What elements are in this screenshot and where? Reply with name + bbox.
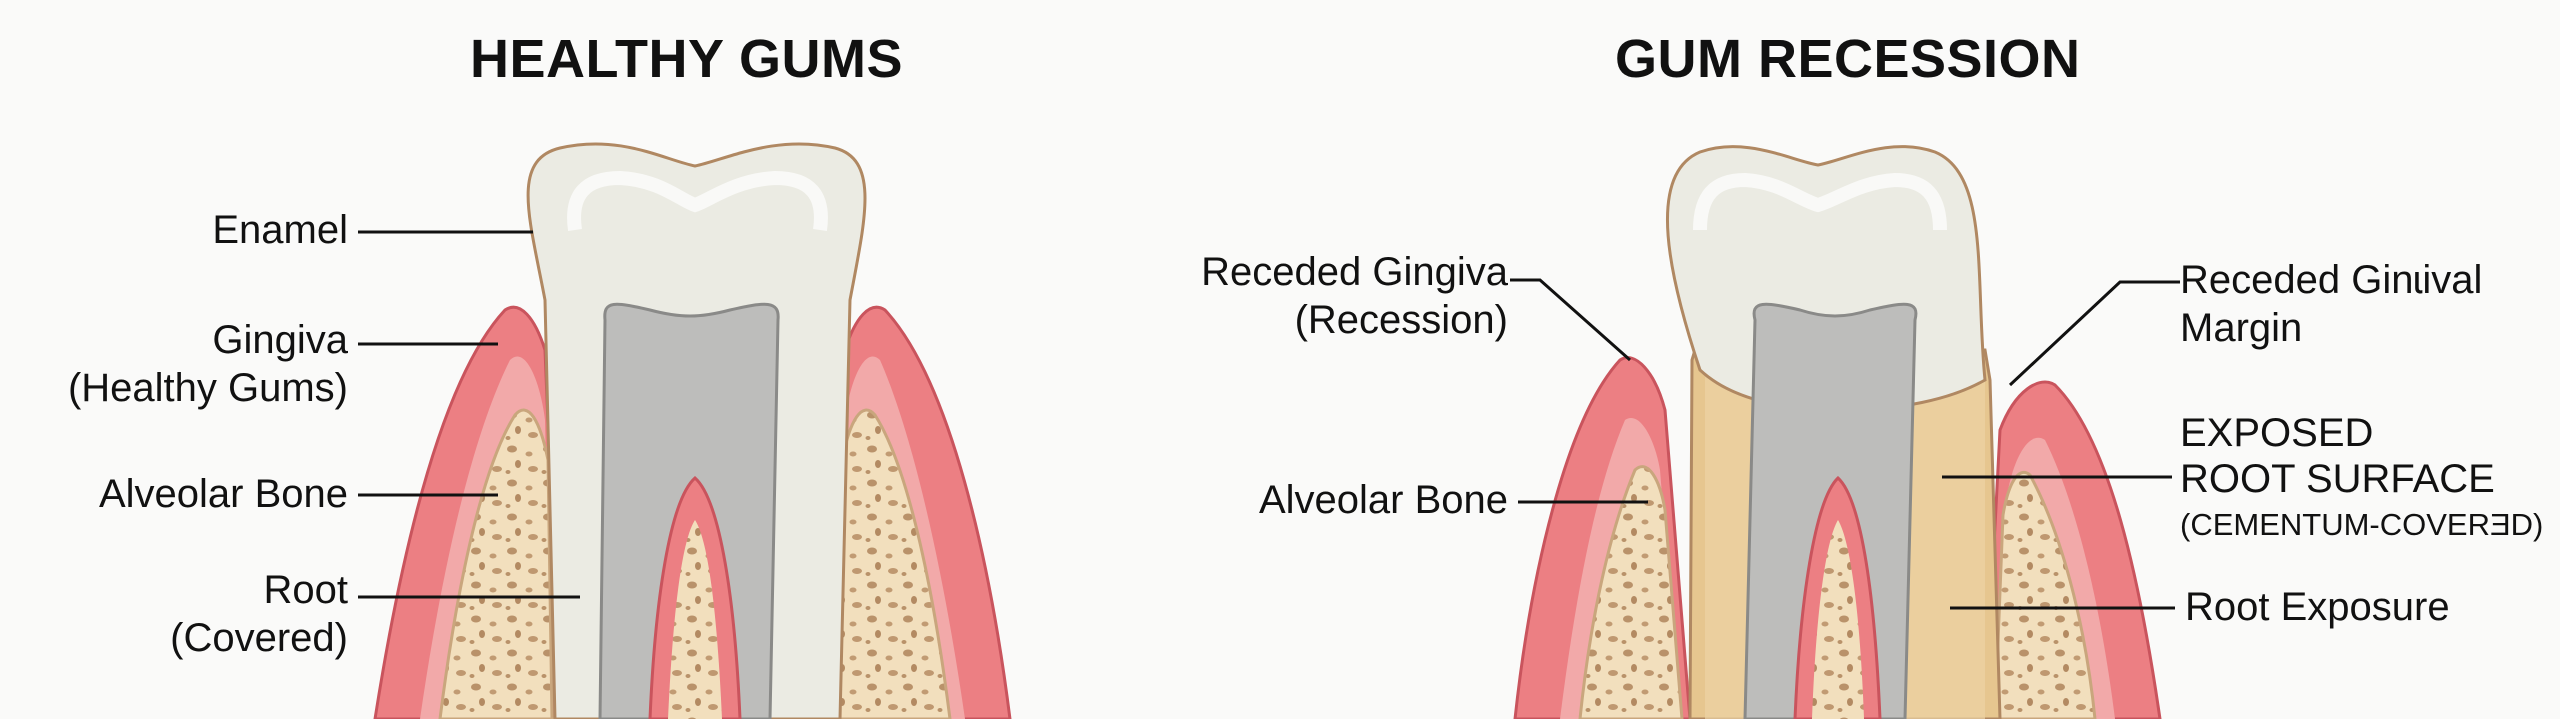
label-root-line2: (Covered) <box>170 616 348 660</box>
label-gingiva: Gingiva (Healthy Gums) <box>68 316 348 412</box>
gum-recession-title: GUM RECESSION <box>1615 29 2081 89</box>
label-alveolar-bone-recession: Alveolar Bone <box>1259 476 1508 524</box>
label-exposed-line3: (CEMENTUM-COVERƎD) <box>2180 507 2544 542</box>
label-exposed-line2: ROOT SURFACE <box>2180 457 2495 501</box>
label-enamel: Enamel <box>212 206 348 254</box>
label-alveolar-bone-text: Alveolar Bone <box>98 472 348 516</box>
recession-leader-lines <box>1510 278 2180 610</box>
label-receded-gingiva-line2: (Recession) <box>1294 298 1508 342</box>
healthy-leader-lines <box>358 230 580 599</box>
alveolar-bone-left-receded-shape <box>1578 465 1684 719</box>
label-receded-gingiva-line1: Receded Gingiva <box>1201 250 1508 294</box>
label-gingiva-line1: Gingiva <box>212 318 348 362</box>
label-root-exposure-text: Root Exposure <box>2185 585 2450 629</box>
label-exposed-line1: EXPOSED <box>2180 411 2374 455</box>
label-receded-gingiva: Receded Gingiva (Recession) <box>1201 248 1508 344</box>
label-root-line1: Root <box>263 568 349 612</box>
recession-tooth-illustration <box>1513 145 2162 719</box>
alveolar-bone-right-receded-shape <box>1993 471 2097 719</box>
label-root-exposure: Root Exposure <box>2185 583 2450 631</box>
alveolar-bone-right-shape <box>836 408 952 719</box>
alveolar-bone-left-shape <box>438 408 554 719</box>
label-alveolar-bone: Alveolar Bone <box>99 470 348 518</box>
label-alveolar-bone-recession-text: Alveolar Bone <box>1258 478 1508 522</box>
label-margin-line1: Receded Ginɩival <box>2180 258 2483 302</box>
healthy-tooth-illustration <box>373 142 1012 719</box>
label-exposed-root-surface: EXPOSED ROOT SURFACE (CEMENTUM-COVERƎD) <box>2180 410 2543 548</box>
label-enamel-text: Enamel <box>212 208 348 252</box>
label-gingiva-line2: (Healthy Gums) <box>67 366 348 410</box>
label-margin-line2: Margin <box>2180 306 2303 350</box>
label-root: Root (Covered) <box>170 566 348 662</box>
label-receded-gingival-margin: Receded Ginɩival Margin <box>2180 256 2482 352</box>
healthy-gums-title: HEALTHY GUMS <box>470 29 904 89</box>
